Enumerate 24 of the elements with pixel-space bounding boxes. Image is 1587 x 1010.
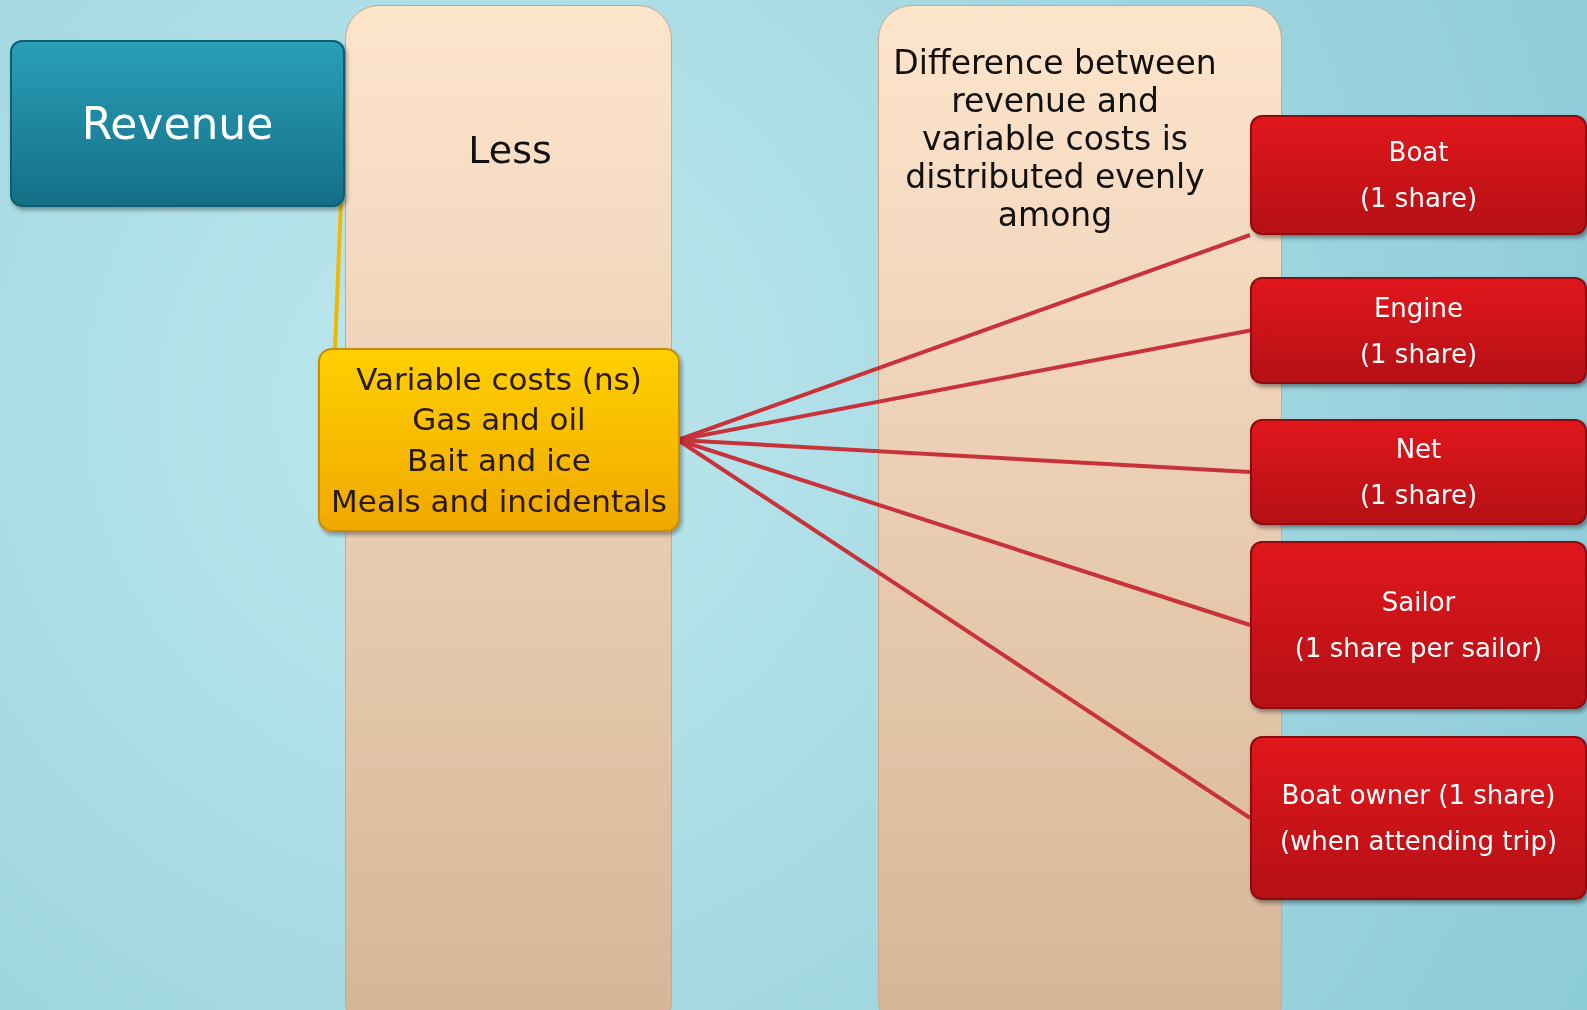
box-text: Boat owner (1 share) xyxy=(1281,780,1556,810)
box-text: (1 share) xyxy=(1359,183,1478,213)
variable-costs-box xyxy=(318,348,680,532)
box-text: Gas and oil xyxy=(412,402,586,437)
share-box xyxy=(1250,736,1587,900)
box-text: Boat xyxy=(1388,137,1449,167)
share-box xyxy=(1250,277,1587,384)
box-text: Difference between revenue and variable costs is distributed evenly among xyxy=(893,44,1217,234)
box-text: (1 share) xyxy=(1359,338,1478,369)
box-text: Engine xyxy=(1373,292,1464,323)
box-text: Net xyxy=(1395,434,1442,464)
share-box xyxy=(1250,115,1587,235)
share-box xyxy=(1250,419,1587,525)
box-text: (1 share) xyxy=(1359,480,1478,510)
box-text: Variable costs (ns) xyxy=(356,361,642,397)
revenue-box xyxy=(10,40,345,207)
share-box xyxy=(1250,541,1587,709)
box-text: Less xyxy=(468,128,552,172)
box-title: Revenue xyxy=(81,98,274,149)
box-text: Bait and ice xyxy=(407,443,591,478)
box-text: Meals and incidentals xyxy=(331,483,667,519)
box-text: Sailor xyxy=(1381,587,1456,617)
box-text: (when attending trip) xyxy=(1279,826,1558,856)
box-text: (1 share per sailor) xyxy=(1294,633,1543,663)
